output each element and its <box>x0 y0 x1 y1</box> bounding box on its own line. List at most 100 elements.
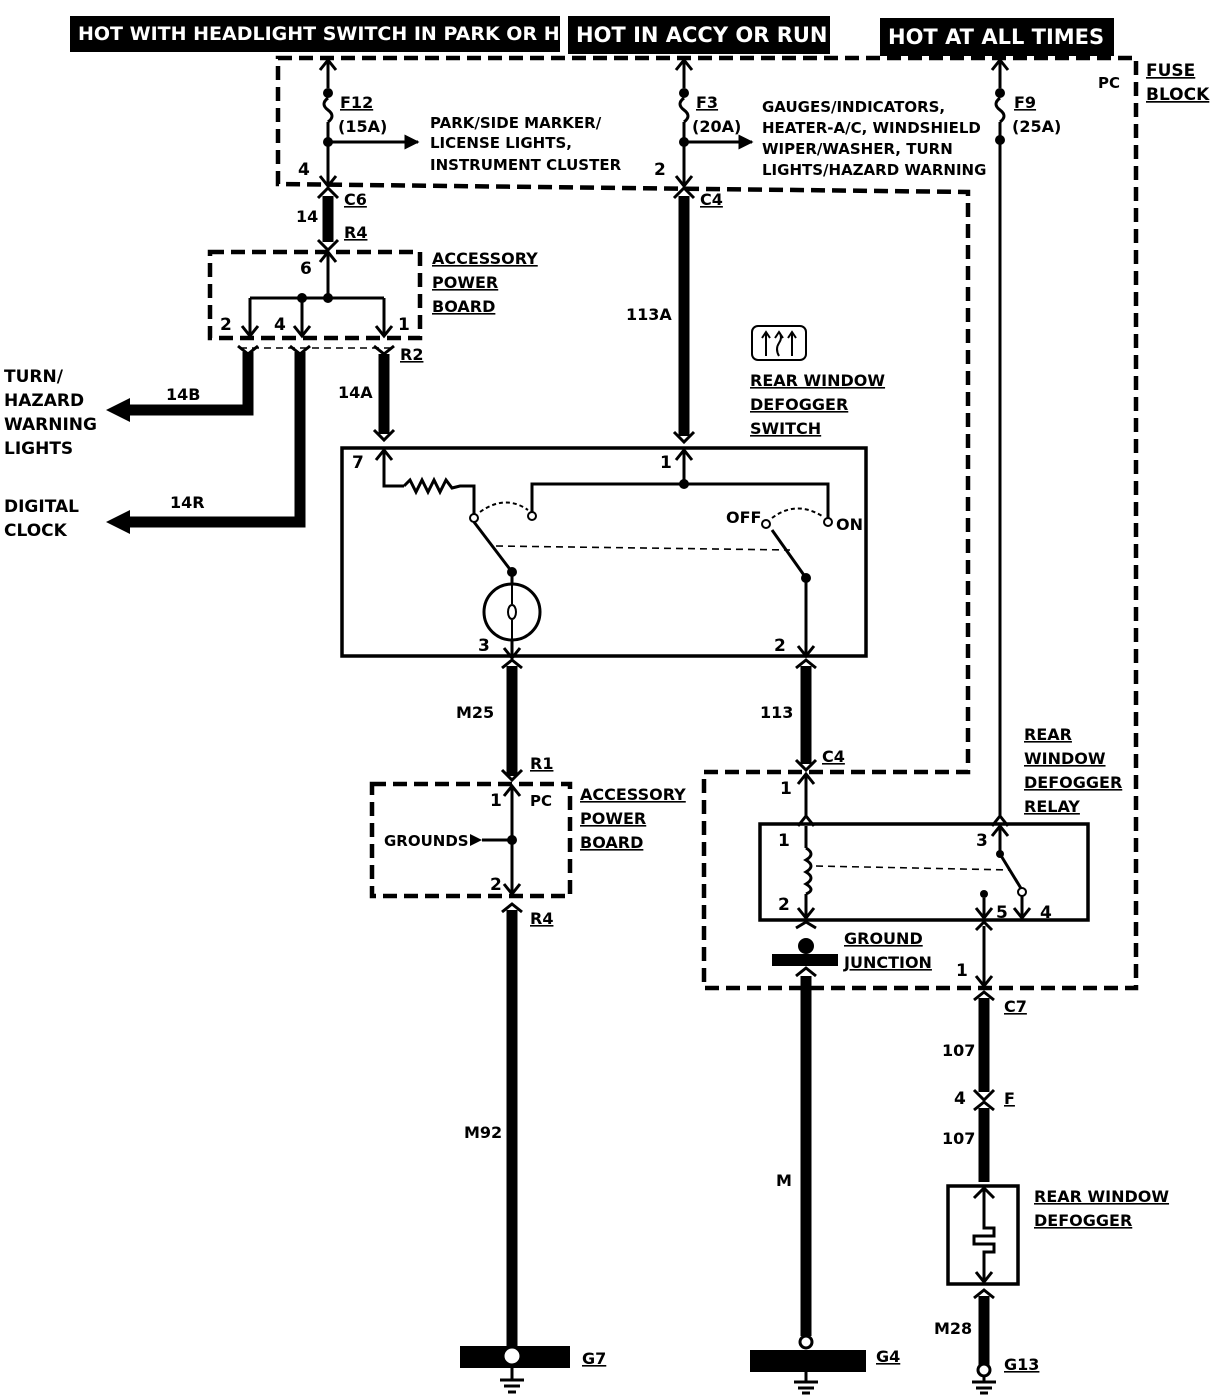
fuse-f3-rating: (20A) <box>692 117 741 136</box>
defogger-switch-off: OFF <box>726 508 761 527</box>
defogger-switch-on: ON <box>836 515 863 534</box>
turn-hazard-label-3: WARNING <box>4 415 97 435</box>
connector-r4-bottom-label: R4 <box>530 909 553 928</box>
fuse-f9 <box>990 57 1010 827</box>
fuse-block-pc: PC <box>1098 74 1120 92</box>
wire-14b-label: 14B <box>166 385 200 404</box>
f12-feed-2: LICENSE LIGHTS, <box>430 134 572 152</box>
rear-window-defogger-box <box>946 1184 1020 1286</box>
ground-g7-symbol <box>460 1345 570 1394</box>
turn-hazard-label-4: LIGHTS <box>4 439 73 459</box>
wire-14-label: 14 <box>296 207 318 226</box>
accessory-board-top-wiring <box>240 249 394 339</box>
header-park-or-head-text: HOT WITH HEADLIGHT SWITCH IN PARK OR HEA… <box>78 23 603 45</box>
connector-f-pin: 4 <box>954 1089 966 1109</box>
header-park-or-head: HOT WITH HEADLIGHT SWITCH IN PARK OR HEA… <box>70 16 603 52</box>
accessory-board-top-label-2: POWER <box>432 273 498 292</box>
connector-r4-top-label: R4 <box>344 223 367 242</box>
defogger-switch-label-1: REAR WINDOW <box>750 371 885 390</box>
fuse-f9-name: F9 <box>1014 93 1036 112</box>
connector-c7-label: C7 <box>1004 997 1027 1016</box>
digital-clock-arrow <box>106 510 130 534</box>
ground-g4-symbol <box>750 1334 866 1395</box>
header-accy-or-run: HOT IN ACCY OR RUN <box>568 16 830 54</box>
fuse-f3-pin: 2 <box>654 160 666 180</box>
f12-feed-1: PARK/SIDE MARKER/ <box>430 114 602 132</box>
connector-c4-top <box>672 185 696 445</box>
wire-113a-label: 113A <box>626 305 672 324</box>
accessory-board-bottom-label-1: ACCESSORY <box>580 785 686 804</box>
relay-output <box>973 919 995 1002</box>
accessory-board-top-label-1: ACCESSORY <box>432 249 538 268</box>
fuse-block-label-1: FUSE <box>1146 61 1195 81</box>
defogger-switch-pin7: 7 <box>352 453 364 473</box>
connector-r1 <box>500 768 524 783</box>
f3-feed-4: LIGHTS/HAZARD WARNING <box>762 161 986 179</box>
fuse-f3-name: F3 <box>696 93 718 112</box>
ground-junction-label-1: GROUND <box>844 929 923 948</box>
connector-c4-top-label: C4 <box>700 190 723 209</box>
accessory-board-bottom-pc: PC <box>530 792 552 810</box>
f3-feed-2: HEATER-A/C, WINDSHIELD <box>762 119 981 137</box>
accessory-board-top-pin1: 1 <box>398 315 410 335</box>
relay-box <box>758 822 1090 922</box>
defogger-switch-label-2: DEFOGGER <box>750 395 848 414</box>
fuse-f9-rating: (25A) <box>1012 117 1061 136</box>
wire-m28-label: M28 <box>934 1319 972 1338</box>
header-all-times: HOT AT ALL TIMES <box>880 18 1114 56</box>
wire-14r-label: 14R <box>170 493 205 512</box>
relay-label-3: DEFOGGER <box>1024 773 1122 792</box>
wire-m25-label: M25 <box>456 703 494 722</box>
relay-pin1: 1 <box>778 831 790 851</box>
fuse-f12-rating: (15A) <box>338 117 387 136</box>
wire-m92-label: M92 <box>464 1123 502 1142</box>
f3-feed-3: WIPER/WASHER, TURN <box>762 140 953 158</box>
accessory-board-top-outline <box>207 249 423 341</box>
wire-m28-top-connector <box>973 1288 995 1300</box>
wire-m-label: M <box>776 1171 792 1190</box>
relay-pin4: 4 <box>1040 903 1052 923</box>
defogger-switch-pin1: 1 <box>660 453 672 473</box>
fuse-block-label-2: BLOCK <box>1146 85 1210 105</box>
defogger-switch-pin3: 3 <box>478 636 490 656</box>
header-accy-or-run-text: HOT IN ACCY OR RUN <box>576 23 828 47</box>
relay-label-4: RELAY <box>1024 797 1080 816</box>
ground-g7-label: G7 <box>582 1349 606 1368</box>
connector-c6-label: C6 <box>344 190 367 209</box>
connector-f <box>972 1088 996 1112</box>
defogger-switch-box <box>340 446 868 658</box>
accessory-board-top-pin4: 4 <box>274 315 286 335</box>
connector-r4-bottom <box>501 902 523 914</box>
defogger-switch-icon <box>751 325 807 361</box>
wire-14a-connector <box>372 428 396 443</box>
wire-14b <box>124 352 254 416</box>
fuse-f12-pin: 4 <box>298 160 310 180</box>
ground-g4-label: G4 <box>876 1347 900 1366</box>
wire-113-top-connector <box>795 658 817 670</box>
turn-hazard-label-1: TURN/ <box>4 367 64 387</box>
ground-junction-symbol <box>772 920 838 978</box>
fuse-f12-name: F12 <box>340 93 373 112</box>
accessory-board-bottom-label-3: BOARD <box>580 833 643 852</box>
turn-hazard-label-2: HAZARD <box>4 391 84 411</box>
relay-label-2: WINDOW <box>1024 749 1106 768</box>
accessory-board-bottom-wiring <box>470 783 522 897</box>
rear-window-defogger-label-1: REAR WINDOW <box>1034 1187 1169 1206</box>
accessory-board-bottom-label-2: POWER <box>580 809 646 828</box>
wire-14r <box>124 352 306 528</box>
accessory-board-bottom-pin2: 2 <box>490 875 502 895</box>
accessory-board-bottom-grounds: GROUNDS <box>384 832 469 850</box>
fuse-block-outline <box>275 55 1139 991</box>
ground-g13-symbol <box>972 1362 996 1395</box>
defogger-switch-pin2: 2 <box>774 636 786 656</box>
ground-junction-label-2: JUNCTION <box>843 953 932 972</box>
defogger-switch-label-3: SWITCH <box>750 419 821 438</box>
wire-107-lower-label: 107 <box>942 1129 975 1148</box>
digital-clock-label-2: CLOCK <box>4 521 68 541</box>
relay-label-1: REAR <box>1024 725 1072 744</box>
wire-113-label: 113 <box>760 703 793 722</box>
relay-coil-switch <box>796 823 1032 921</box>
ground-g13-label: G13 <box>1004 1355 1039 1374</box>
rear-window-defogger-label-2: DEFOGGER <box>1034 1211 1132 1230</box>
